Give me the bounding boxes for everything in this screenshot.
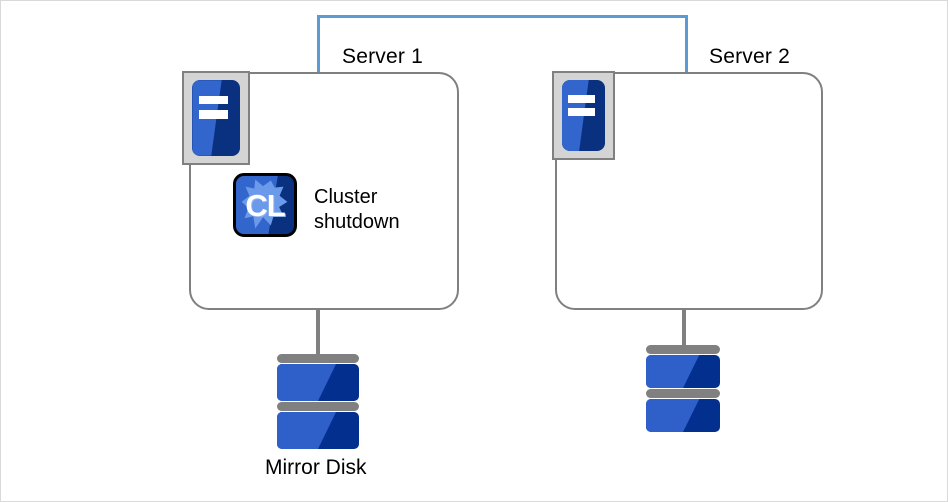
disk-platter-upper	[646, 355, 720, 388]
disk-platter-lower	[646, 399, 720, 432]
server-tower-bar-top	[567, 94, 595, 103]
disk-platter-upper	[277, 364, 359, 401]
disk-bar-top	[277, 354, 359, 363]
interconnect-line-server1-drop	[317, 15, 320, 73]
interconnect-line-server2-drop	[685, 15, 688, 73]
server-tower-bar-bottom	[567, 108, 595, 117]
disk-platter-lower	[277, 412, 359, 449]
server-tower-bar-top	[198, 96, 229, 105]
server-tower-icon	[182, 71, 250, 165]
mirror-disk-icon-server2	[646, 345, 720, 433]
cluster-shutdown-icon: CL	[233, 173, 297, 237]
interconnect-line-horizontal	[317, 15, 688, 18]
server2-label: Server 2	[709, 45, 790, 68]
server-tower-body	[561, 79, 606, 152]
server-tower-bar-bottom	[198, 110, 229, 119]
server1-disk-connector	[316, 310, 320, 358]
server1-label: Server 1	[342, 45, 423, 68]
cluster-shutdown-label: Cluster shutdown	[314, 186, 400, 233]
mirror-disk-icon-server1	[277, 354, 359, 450]
mirror-disk-label: Mirror Disk	[265, 456, 367, 479]
server-tower-icon	[552, 71, 615, 160]
disk-bar-top	[646, 345, 720, 354]
cluster-icon-text: CL	[245, 187, 285, 223]
server2-box	[555, 72, 823, 310]
disk-bar-middle	[277, 402, 359, 411]
server-tower-body	[192, 80, 240, 156]
disk-bar-middle	[646, 389, 720, 398]
server2-disk-connector	[682, 310, 686, 349]
